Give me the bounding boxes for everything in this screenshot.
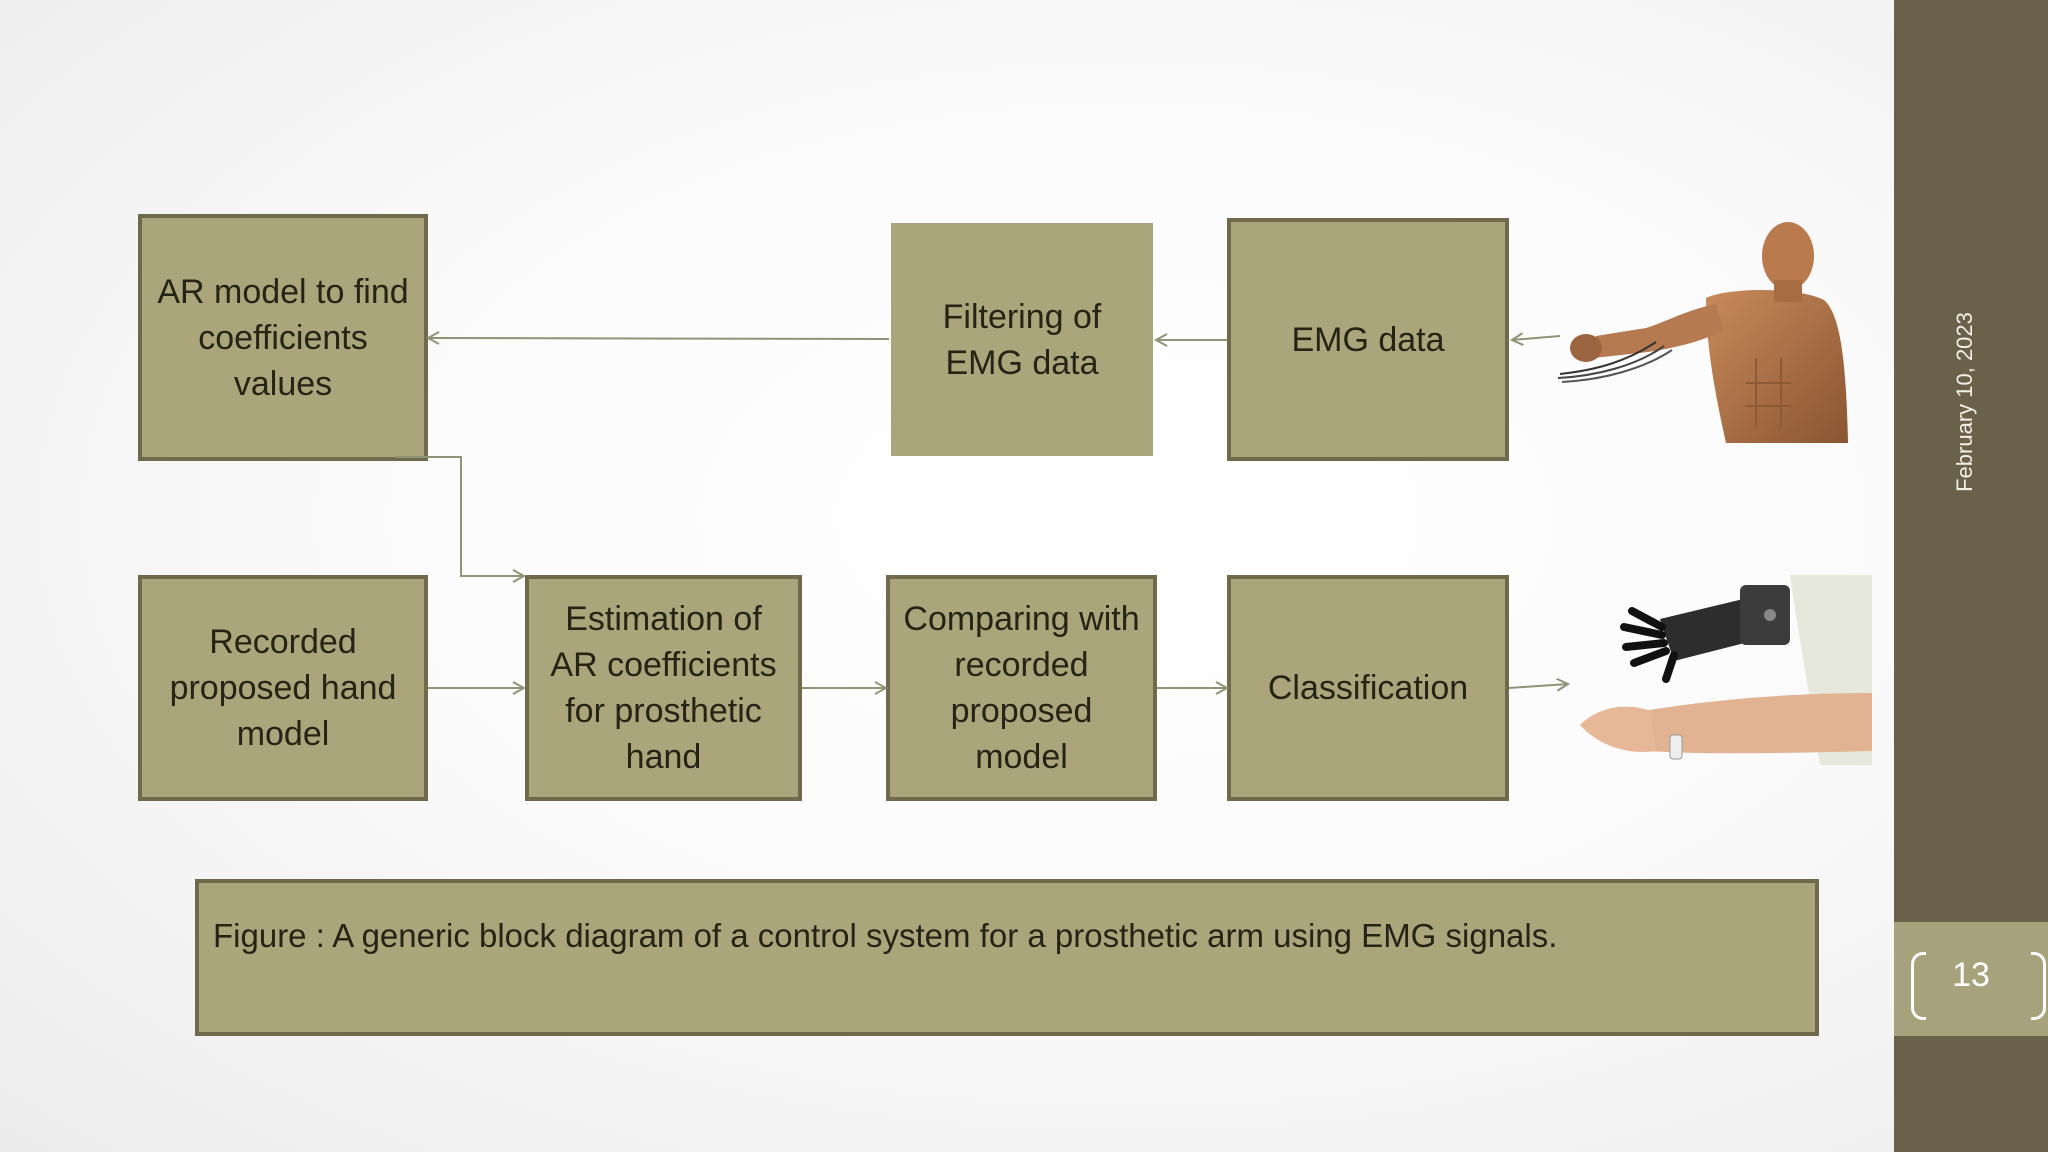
- comparing-block: Comparing with recorded proposed model: [886, 575, 1157, 801]
- right-bracket-icon: [2031, 952, 2046, 1020]
- filtering-block: Filtering of EMG data: [891, 223, 1153, 456]
- date-text: February 10, 2023: [1952, 312, 1977, 492]
- figure-caption-text: Figure : A generic block diagram of a co…: [213, 917, 1558, 954]
- classification-label: Classification: [1267, 669, 1469, 707]
- ar-model-label: AR model to find coefficients values: [157, 272, 409, 403]
- page-number: 13: [1952, 956, 1990, 994]
- arrow-ar-to-estimation: [395, 456, 524, 576]
- figure-caption: Figure : A generic block diagram of a co…: [195, 879, 1819, 1036]
- recorded-model-label: Recorded proposed hand model: [169, 623, 397, 753]
- arrow-human-to-emg: [1512, 336, 1561, 340]
- estimation-block: Estimation of AR coefficients for prosth…: [525, 575, 802, 801]
- emg-data-block: EMG data: [1227, 218, 1509, 461]
- connector-arrows: [395, 0, 1894, 1152]
- arrow-classification-to-prosthesis: [1508, 684, 1568, 688]
- page-number-box: 13: [1894, 922, 2048, 1036]
- arrow-filtering-to-ar: [428, 338, 890, 339]
- comparing-label: Comparing with recorded proposed model: [903, 600, 1140, 776]
- filtering-label: Filtering of EMG data: [942, 297, 1102, 382]
- emg-data-label: EMG data: [1291, 320, 1445, 359]
- human-emg-figure: [1557, 222, 1848, 443]
- recorded-model-block: Recorded proposed hand model: [138, 575, 428, 801]
- prosthetic-hand-figure: [1580, 575, 1872, 765]
- estimation-label: Estimation of AR coefficients for prosth…: [550, 600, 777, 776]
- slide-canvas: AR model to find coefficients values Fil…: [138, 0, 1894, 1152]
- left-bracket-icon: [1911, 952, 1926, 1020]
- classification-block: Classification: [1227, 575, 1509, 801]
- ar-model-block: AR model to find coefficients values: [138, 214, 428, 461]
